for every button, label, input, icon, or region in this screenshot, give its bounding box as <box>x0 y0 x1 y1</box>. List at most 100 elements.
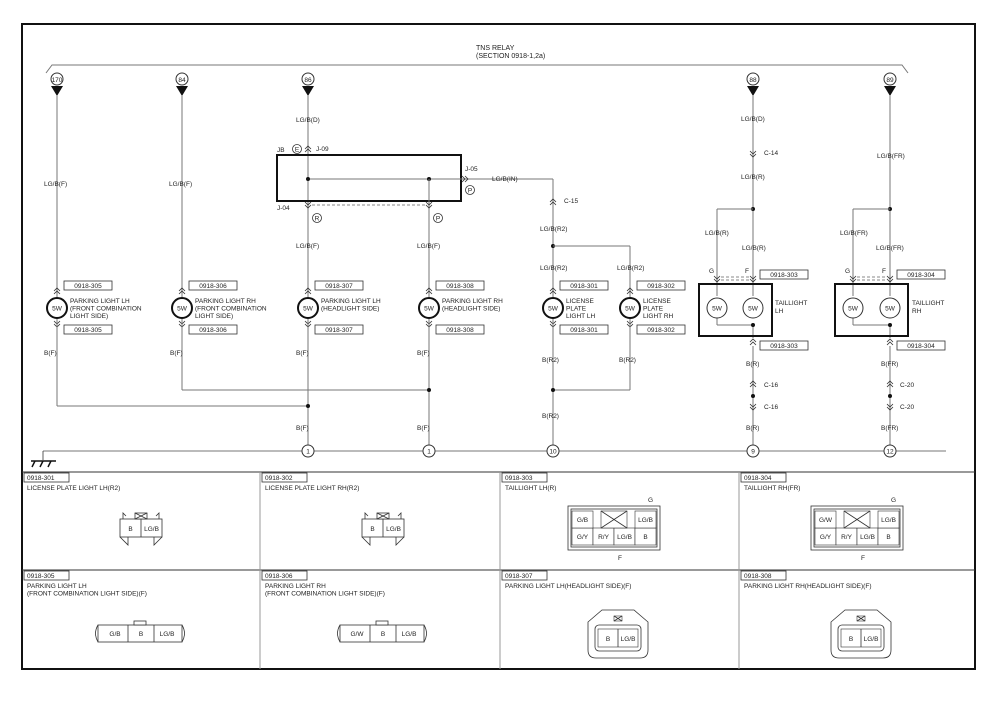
bulb-name: PARKING LIGHT LH <box>70 298 130 305</box>
bulb-code-tag <box>314 324 364 335</box>
svg-text:9: 9 <box>751 449 755 456</box>
relay-bracket <box>45 64 909 74</box>
wire-label: LG/B(R) <box>741 174 765 181</box>
bulb-name: PLATE <box>566 306 587 313</box>
wire-label: B(F) <box>170 350 183 357</box>
svg-text:0918-307: 0918-307 <box>325 327 353 334</box>
svg-text:LG/B: LG/B <box>860 534 875 541</box>
svg-text:F: F <box>861 555 865 562</box>
bulb-name: LIGHT LH <box>566 313 595 320</box>
bulb-wattage: 5W <box>625 306 636 313</box>
wire-label: B(F) <box>417 425 430 432</box>
ground-point-12: 12 <box>883 444 897 458</box>
wire-label: B(R) <box>746 361 759 368</box>
bulb-icon <box>542 297 564 319</box>
svg-text:0918-307: 0918-307 <box>505 573 533 580</box>
svg-text:LG/B: LG/B <box>617 534 632 541</box>
bulb-name: LICENSE <box>643 298 671 305</box>
svg-text:0918-304: 0918-304 <box>907 272 935 279</box>
svg-text:0918-302: 0918-302 <box>647 327 675 334</box>
svg-text:G/W: G/W <box>351 631 365 638</box>
ground-point-1: 1 <box>422 444 436 458</box>
svg-text:G/B: G/B <box>109 631 120 638</box>
bulb-icon <box>879 297 901 319</box>
svg-text:0918-301: 0918-301 <box>27 475 55 482</box>
svg-text:LG/B: LG/B <box>160 631 175 638</box>
svg-text:0918-305: 0918-305 <box>74 327 102 334</box>
bulb-icon <box>171 297 193 319</box>
jb-label: JB <box>277 147 285 154</box>
bulb-wattage: 5W <box>52 306 63 313</box>
svg-text:PARKING LIGHT RH: PARKING LIGHT RH <box>265 583 326 590</box>
svg-text:TAILLIGHT RH(FR): TAILLIGHT RH(FR) <box>744 485 800 492</box>
svg-text:B: B <box>886 534 890 541</box>
wire-label: B(F) <box>44 350 57 357</box>
wire-label: B(F) <box>417 350 430 357</box>
terminal-84: 84 <box>175 72 189 96</box>
svg-text:5W: 5W <box>848 306 859 313</box>
svg-text:G: G <box>709 268 714 275</box>
wire-label: LG/B(F) <box>169 181 192 188</box>
ground-point-1: 1 <box>301 444 315 458</box>
svg-text:0918-306: 0918-306 <box>265 573 293 580</box>
svg-text:0918-303: 0918-303 <box>770 272 798 279</box>
svg-text:LG/B: LG/B <box>402 631 417 638</box>
svg-text:(FRONT COMBINATION LIGHT SIDE): (FRONT COMBINATION LIGHT SIDE)(F) <box>27 591 147 598</box>
wire-label: LG/B(F) <box>417 243 440 250</box>
wire-label: LG/B(F) <box>296 243 319 250</box>
jb-pin-p2 <box>433 213 443 223</box>
bulb-name: PARKING LIGHT RH <box>195 298 256 305</box>
svg-text:P: P <box>436 216 440 223</box>
bulb-icon <box>706 297 728 319</box>
connector-c16: C-16 <box>764 382 778 389</box>
svg-text:PARKING LIGHT LH(HEADLIGHT SID: PARKING LIGHT LH(HEADLIGHT SIDE)(F) <box>505 583 631 590</box>
svg-text:F: F <box>745 268 749 275</box>
svg-text:5W: 5W <box>885 306 896 313</box>
jb-pin-p <box>465 185 475 195</box>
svg-text:84: 84 <box>178 77 186 84</box>
wire-label: LG/B(R2) <box>617 265 644 272</box>
bulb-wattage: 5W <box>424 306 435 313</box>
wire-label: LG/B(R2) <box>540 265 567 272</box>
svg-text:88: 88 <box>749 77 757 84</box>
svg-text:LICENSE PLATE LIGHT LH(R2): LICENSE PLATE LIGHT LH(R2) <box>27 485 120 492</box>
svg-text:B: B <box>643 534 647 541</box>
svg-text:B: B <box>381 631 385 638</box>
bulb-icon <box>742 297 764 319</box>
junction-box <box>276 154 462 202</box>
bulb-name: LIGHT RH <box>643 313 674 320</box>
connector-c20: C-20 <box>900 404 914 411</box>
svg-text:TAILLIGHT LH(R): TAILLIGHT LH(R) <box>505 485 556 492</box>
jb-j09: J-09 <box>316 146 329 153</box>
diagram-frame <box>21 23 976 670</box>
bulb-code-tag <box>188 280 238 291</box>
wire-label: LG/B(FR) <box>876 245 904 252</box>
bulb-wattage: 5W <box>177 306 188 313</box>
bulb-name: (FRONT COMBINATION <box>195 306 267 313</box>
bulb-code-tag <box>188 324 238 335</box>
bulb-name: PARKING LIGHT LH <box>321 298 381 305</box>
bulb-wattage: 5W <box>548 306 559 313</box>
svg-text:0918-308: 0918-308 <box>446 283 474 290</box>
svg-text:G: G <box>648 497 653 504</box>
svg-text:G: G <box>891 497 896 504</box>
svg-text:TAILLIGHT: TAILLIGHT <box>775 300 807 307</box>
jb-pin-r <box>312 213 322 223</box>
jb-j04: J-04 <box>277 205 290 212</box>
svg-text:G/B: G/B <box>577 517 588 524</box>
bulb-code-tag <box>559 324 609 335</box>
svg-text:LG/B: LG/B <box>638 517 653 524</box>
svg-text:B: B <box>849 636 853 643</box>
bulb-code-tag <box>314 280 364 291</box>
bulb-name: (HEADLIGHT SIDE) <box>442 306 500 313</box>
svg-text:0918-301: 0918-301 <box>570 283 598 290</box>
ground-point-9: 9 <box>746 444 760 458</box>
connector-c15: C-15 <box>564 198 578 205</box>
svg-text:0918-308: 0918-308 <box>744 573 772 580</box>
bulb-code-tag <box>559 280 609 291</box>
relay-section: (SECTION 0918-1,2a) <box>476 53 545 60</box>
